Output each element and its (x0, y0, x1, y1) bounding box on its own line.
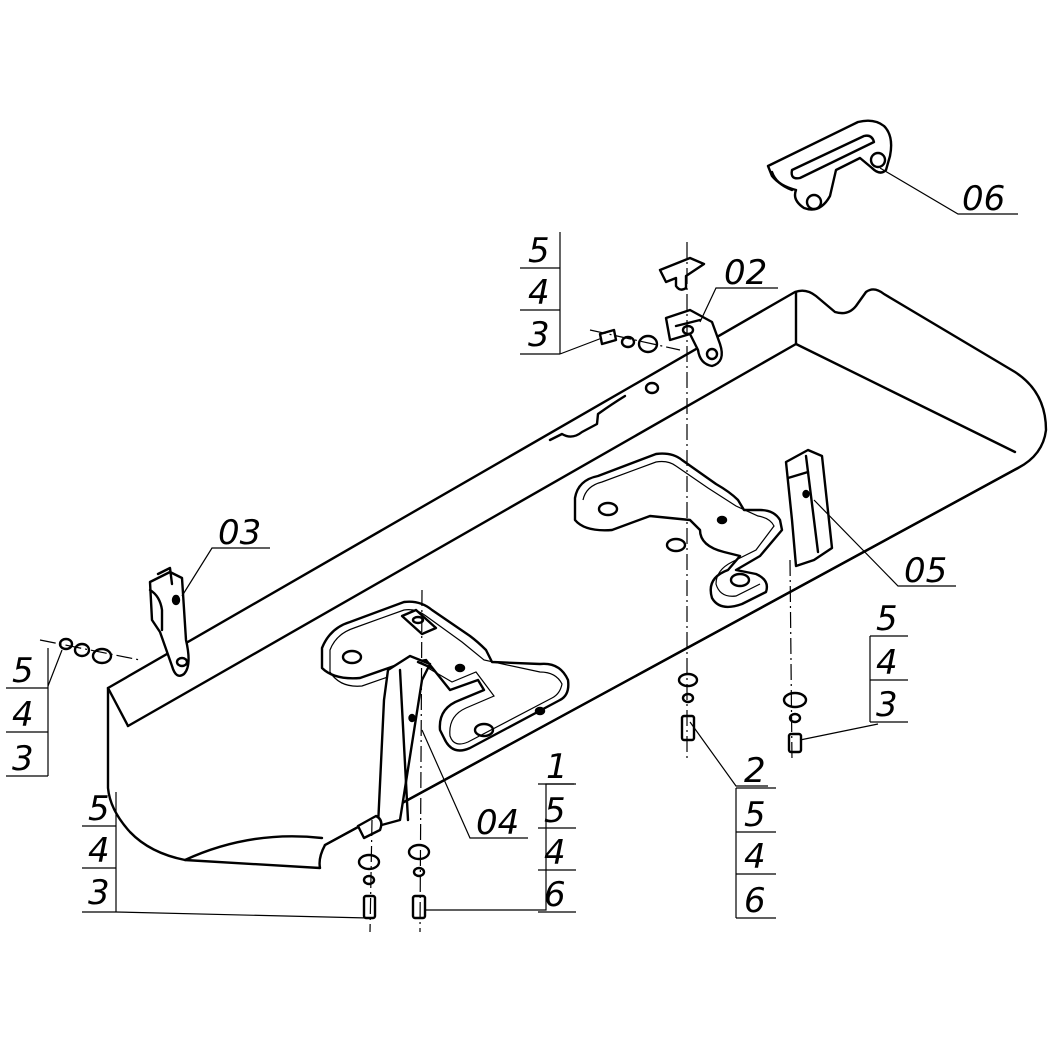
svg-text:1: 1 (546, 747, 568, 787)
svg-text:4: 4 (528, 273, 550, 313)
fastener-left (58, 637, 113, 665)
fastener-stack-d (782, 691, 808, 754)
callout-05: 05 (904, 551, 947, 591)
svg-text:5: 5 (744, 795, 766, 835)
callout-03: 03 (218, 513, 261, 553)
bracket-03 (148, 566, 190, 677)
bracket-02 (658, 256, 723, 368)
svg-text:03: 03 (218, 513, 261, 553)
callout-04: 04 (476, 803, 519, 843)
fastener-top (598, 328, 659, 354)
svg-text:2: 2 (744, 751, 766, 791)
stack-right-low: 2 5 4 6 (735, 751, 776, 921)
svg-text:4: 4 (12, 695, 34, 735)
bracket-05 (784, 448, 834, 568)
stiffener-emboss-right (573, 452, 784, 609)
callout-06: 06 (962, 179, 1005, 219)
svg-text:5: 5 (528, 231, 550, 271)
skid-plate (106, 288, 1048, 870)
svg-text:4: 4 (744, 837, 766, 877)
svg-text:02: 02 (724, 253, 767, 293)
svg-text:6: 6 (744, 881, 766, 921)
svg-text:5: 5 (876, 599, 898, 639)
svg-text:4: 4 (88, 831, 110, 871)
stiffener-emboss-left (320, 600, 570, 752)
svg-text:4: 4 (544, 833, 566, 873)
center-lines (39, 242, 793, 933)
svg-text:6: 6 (544, 875, 566, 915)
svg-text:5: 5 (544, 791, 566, 831)
svg-text:04: 04 (476, 803, 519, 843)
bracket-04 (356, 654, 434, 840)
svg-text:3: 3 (528, 315, 550, 355)
fastener-stack-a (357, 853, 381, 920)
svg-text:5: 5 (88, 789, 110, 829)
svg-text:3: 3 (876, 685, 898, 725)
bracket-06 (766, 119, 893, 211)
svg-text:3: 3 (88, 873, 110, 913)
svg-text:3: 3 (12, 739, 34, 779)
stack-left: 5 4 3 (6, 648, 49, 779)
svg-text:06: 06 (962, 179, 1005, 219)
fastener-stack-c (677, 672, 699, 742)
stack-top-center: 5 4 3 (520, 231, 561, 355)
callout-02: 02 (724, 253, 767, 293)
fastener-stack-b (407, 843, 431, 920)
stack-right: 5 4 3 (869, 599, 908, 725)
stack-bottom-left: 5 4 3 (82, 789, 117, 913)
svg-text:5: 5 (12, 651, 34, 691)
svg-text:4: 4 (876, 643, 898, 683)
svg-text:05: 05 (904, 551, 947, 591)
stack-bottom-mid: 1 5 4 6 (538, 747, 576, 915)
